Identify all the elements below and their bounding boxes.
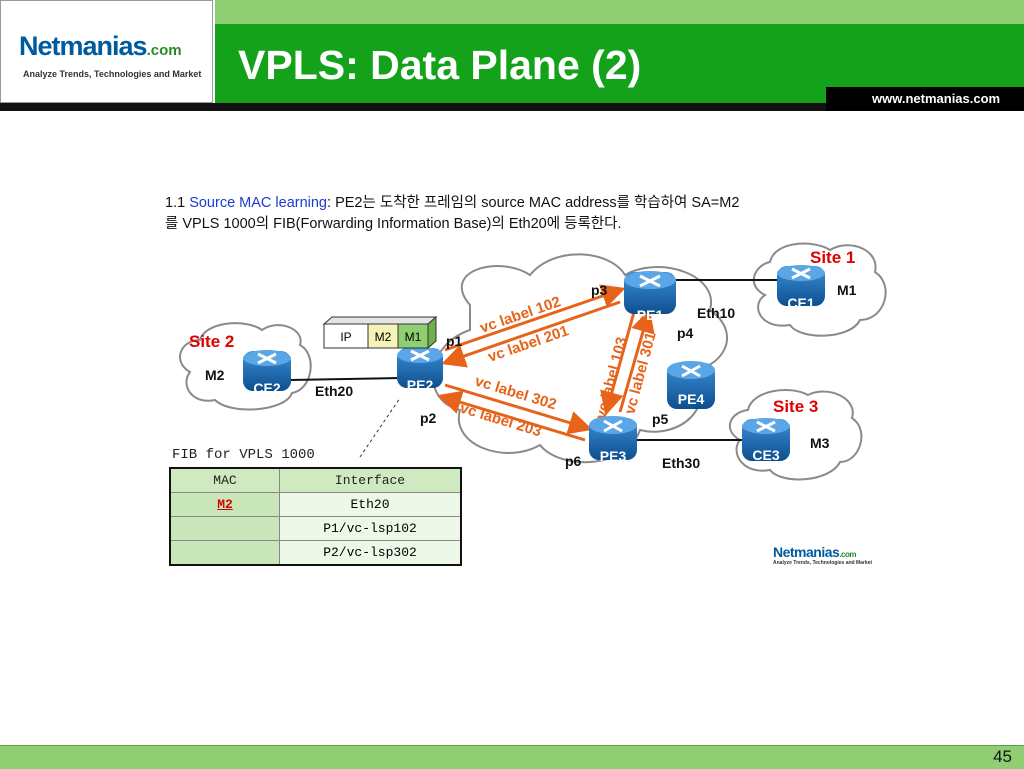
fib-caption: FIB for VPLS 1000 — [172, 447, 315, 463]
pe1-label: PE1 — [637, 307, 664, 323]
frame: IP M2 M1 — [322, 315, 438, 350]
fib-mac-cell — [169, 540, 280, 566]
description-number: 1.1 — [165, 195, 190, 211]
site1-label: Site 1 — [810, 248, 855, 267]
port-p3: p3 — [591, 282, 608, 298]
pe3-label: PE3 — [600, 448, 627, 464]
ce2-label: CE2 — [253, 380, 280, 396]
description-line2: 를 VPLS 1000의 FIB(Forwarding Information … — [165, 216, 622, 232]
site2-label: Site 2 — [189, 332, 234, 351]
router-ce1[interactable]: CE1 — [777, 265, 825, 311]
page-number: 45 — [993, 747, 1012, 766]
footer-logo-main: Netmanias — [773, 544, 840, 560]
description-line1: : PE2는 도착한 프레임의 source MAC address를 학습하여… — [327, 195, 740, 211]
table-row: P2/vc-lsp302 — [169, 540, 462, 566]
footer-bar — [0, 745, 1024, 769]
arrow-vc-302 — [444, 383, 593, 435]
fib-mac-cell — [169, 516, 280, 541]
frame-m2: M2 — [375, 330, 392, 344]
arrow-vc-301 — [618, 308, 655, 413]
page-title: VPLS: Data Plane (2) — [238, 42, 642, 88]
router-ce2[interactable]: CE2 — [243, 350, 291, 396]
router-pe3[interactable]: PE3 — [589, 416, 637, 464]
arrow-vc-203 — [437, 390, 586, 442]
fib-interface-cell: P2/vc-lsp302 — [279, 540, 462, 566]
iface-eth30: Eth30 — [662, 455, 700, 471]
description-highlight: Source MAC learning — [189, 195, 328, 211]
fib-header-interface: Interface — [279, 467, 462, 493]
site-url: www.netmanias.com — [872, 91, 1001, 106]
frame-ip: IP — [340, 330, 351, 344]
url-band — [826, 87, 1024, 111]
logo-tagline: Analyze Trends, Technologies and Market — [23, 69, 202, 79]
link-ce2-pe2 — [289, 377, 401, 381]
iface-eth10: Eth10 — [697, 305, 735, 321]
table-row: P1/vc-lsp102 — [169, 516, 462, 541]
fib-mac-cell: M2 — [169, 492, 280, 517]
router-ce3[interactable]: CE3 — [742, 418, 790, 463]
site3-label: Site 3 — [773, 397, 818, 416]
description: 1.1 Source MAC learning: PE2는 도착한 프레임의 s… — [165, 193, 865, 235]
top-strip — [215, 0, 1024, 25]
pe4-label: PE4 — [678, 391, 705, 407]
footer-logo-suffix: .com — [839, 550, 856, 559]
mac-m1: M1 — [837, 282, 857, 298]
fib-pointer — [359, 397, 401, 458]
fib-interface-cell: P1/vc-lsp102 — [279, 516, 462, 541]
frame-m1: M1 — [405, 330, 422, 344]
logo-suffix: .com — [146, 42, 182, 59]
mac-m2: M2 — [205, 367, 225, 383]
ce1-label: CE1 — [787, 295, 814, 311]
router-pe2[interactable]: PE2 — [397, 347, 443, 393]
footer-logo-tagline: Analyze Trends, Technologies and Market — [773, 560, 873, 566]
fib-header-row: MAC Interface — [169, 467, 462, 493]
mac-m3: M3 — [810, 435, 830, 451]
iface-eth20: Eth20 — [315, 383, 353, 399]
ce3-label: CE3 — [752, 447, 779, 463]
footer-logo: Netmanias.com Analyze Trends, Technologi… — [773, 544, 872, 566]
fib-table: MAC Interface M2 Eth20 P1/vc-lsp102 P2/v… — [169, 467, 462, 566]
logo: Netmanias.com Analyze Trends, Technologi… — [0, 0, 213, 103]
arrow-vc-102 — [444, 284, 626, 352]
router-pe1[interactable]: PE1 — [624, 271, 676, 323]
fib-interface-cell: Eth20 — [279, 492, 462, 517]
router-pe4[interactable]: PE4 — [667, 361, 715, 409]
header-rule — [0, 103, 826, 111]
table-row: M2 Eth20 — [169, 492, 462, 517]
arrow-vc-201 — [441, 300, 621, 368]
pe2-label: PE2 — [407, 377, 434, 393]
provider-cloud — [432, 253, 729, 464]
port-p1: p1 — [446, 333, 463, 349]
port-p5: p5 — [652, 411, 669, 427]
fib-header-mac: MAC — [169, 467, 280, 493]
logo-main: Netmanias — [19, 31, 148, 61]
port-p2: p2 — [420, 410, 437, 426]
arrow-vc-103 — [600, 311, 636, 416]
port-p4: p4 — [677, 325, 694, 341]
port-p6: p6 — [565, 453, 582, 469]
